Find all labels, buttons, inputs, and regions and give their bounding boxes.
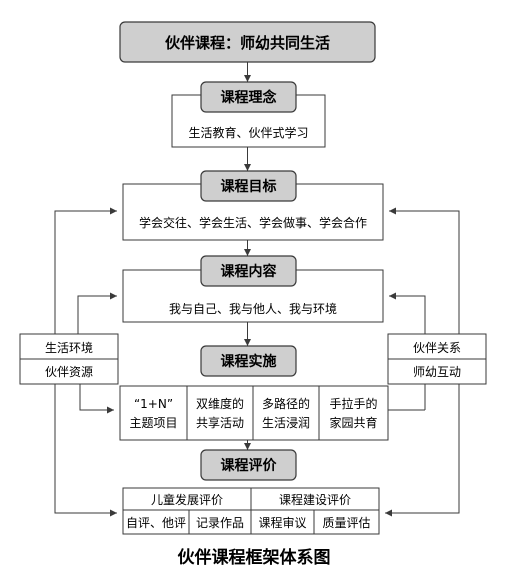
right-arrow-to-eval — [385, 384, 460, 517]
eval-header: 课程评价 — [221, 458, 278, 474]
eval-header-box — [200, 449, 297, 481]
content-text: 我与自己、我与他人、我与环境 — [169, 301, 337, 316]
eval-item-3: 课程审议 — [258, 515, 306, 530]
impl-item-1-line2: 主题项目 — [129, 416, 177, 430]
diagram-caption: 伙伴课程框架体系图 — [178, 547, 331, 568]
right-arrow-to-content — [389, 292, 426, 334]
left-side-line1: 生活环境 — [45, 340, 93, 355]
left-arrow-to-eval — [54, 384, 117, 517]
eval-item-1: 自评、他评 — [126, 516, 186, 530]
concept-text: 生活教育、伙伴式学习 — [188, 125, 308, 140]
concept-header-box — [200, 81, 297, 113]
impl-item-3-line1: 多路径的 — [262, 396, 310, 411]
eval-group-2-label: 课程建设评价 — [279, 492, 351, 507]
impl-item-1-line1: “1+N” — [134, 397, 173, 411]
eval-item-2: 记录作品 — [196, 516, 244, 530]
right-side-line2: 师幼互动 — [413, 365, 461, 379]
goals-header-box — [200, 170, 297, 202]
impl-items-box — [119, 385, 389, 441]
impl-item-4-line2: 家园共育 — [329, 415, 377, 430]
impl-item-2-line1: 双维度的 — [196, 396, 244, 411]
concept-header: 课程理念 — [221, 89, 278, 106]
left-arrow-to-goals — [54, 207, 117, 334]
left-arrow-to-impl — [79, 384, 114, 414]
left-side-line2: 伙伴资源 — [45, 365, 93, 379]
impl-item-2-line2: 共享活动 — [196, 415, 244, 430]
impl-header: 课程实施 — [221, 353, 277, 370]
goals-header: 课程目标 — [221, 178, 277, 195]
impl-header-box — [200, 345, 297, 377]
content-header: 课程内容 — [221, 263, 277, 280]
impl-item-3-line2: 生活浸润 — [262, 416, 310, 430]
content-header-box — [200, 255, 297, 287]
left-arrow-to-content — [77, 292, 117, 334]
right-side-line1: 伙伴关系 — [413, 341, 461, 355]
title-text: 伙伴课程：师幼共同生活 — [165, 34, 330, 52]
impl-item-4-line1: 手拉手的 — [329, 396, 377, 411]
eval-group-1-label: 儿童发展评价 — [151, 492, 223, 507]
eval-item-4: 质量评估 — [322, 516, 370, 530]
right-arrow-to-goals — [389, 207, 460, 334]
goals-text: 学会交往、学会生活、学会做事、学会合作 — [139, 215, 367, 230]
